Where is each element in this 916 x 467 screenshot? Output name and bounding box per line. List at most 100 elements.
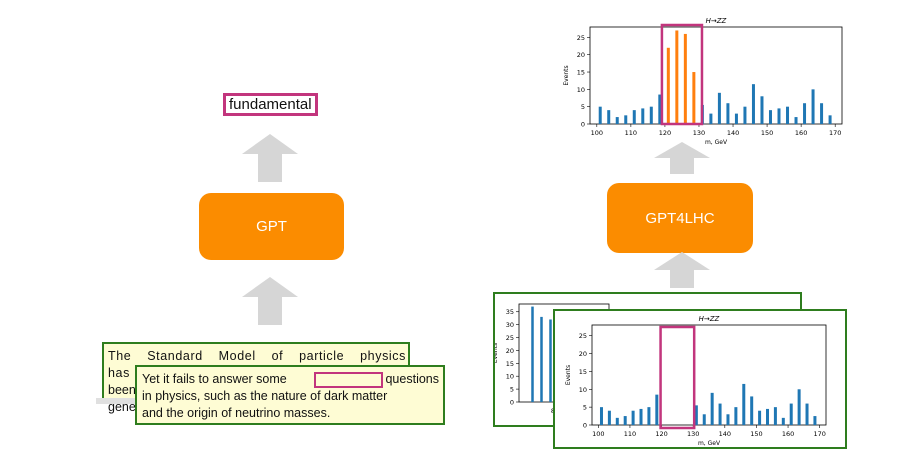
highlight-window — [659, 325, 696, 430]
histogram-bar — [797, 389, 801, 425]
masked-word-box — [314, 372, 383, 388]
histogram-bar — [666, 47, 670, 124]
histogram-bar — [820, 103, 824, 124]
histogram-bar — [655, 394, 659, 425]
histogram-bar — [649, 106, 653, 124]
histogram-bar — [743, 106, 747, 124]
histogram-bar — [766, 408, 769, 425]
output-word-box: fundamental — [223, 93, 318, 116]
histogram-bar — [758, 410, 762, 425]
histogram-bar — [607, 110, 611, 124]
up-arrow-icon — [654, 142, 710, 174]
x-tick-label: 130 — [687, 430, 699, 438]
y-tick-label: 20 — [577, 51, 585, 59]
text-card-front: Yet it fails to answer some questions in… — [135, 365, 445, 425]
histogram-bar — [639, 408, 643, 425]
y-tick-label: 5 — [510, 386, 514, 394]
histogram-bar — [710, 392, 714, 425]
histogram-bar — [828, 115, 832, 124]
histogram-bar — [811, 89, 815, 124]
histogram-bar — [813, 416, 817, 425]
card-front-line-1: Yet it fails to answer some — [142, 372, 287, 386]
y-tick-label: 25 — [579, 332, 587, 340]
x-tick-label: 110 — [625, 129, 637, 137]
y-tick-label: 0 — [583, 422, 587, 430]
gpt4lhc-model-box: GPT4LHC — [607, 183, 753, 253]
y-tick-label: 10 — [579, 386, 587, 394]
card-back-line: The Standard Model of particle physics h… — [108, 348, 406, 382]
plot-frame — [591, 324, 827, 426]
histogram-bar — [632, 110, 636, 124]
histogram-bar — [692, 72, 696, 124]
histogram-bar — [540, 316, 543, 402]
card-back-line-2: been — [108, 383, 136, 397]
histogram-bar — [675, 30, 679, 124]
x-tick-label: 150 — [761, 129, 773, 137]
y-tick-label: 20 — [579, 350, 587, 358]
x-tick-label: 160 — [782, 430, 794, 438]
histogram-bar — [726, 414, 730, 425]
histogram-bar — [641, 108, 645, 124]
histogram-bar — [709, 113, 713, 124]
histogram-bar — [768, 110, 772, 124]
histogram-bar — [805, 403, 809, 425]
histogram-bar — [549, 319, 552, 402]
y-tick-label: 20 — [506, 347, 514, 355]
histogram-bar — [607, 410, 611, 425]
histogram-bar — [789, 403, 793, 425]
card-back-line-1: The Standard Model of particle physics h… — [108, 349, 406, 380]
histogram-bar — [773, 407, 777, 425]
x-tick-label: 110 — [624, 430, 636, 438]
histogram-bar — [786, 106, 790, 124]
histogram-bar — [750, 396, 754, 425]
y-axis-label: Events — [495, 343, 499, 363]
x-tick-label: 120 — [655, 430, 667, 438]
x-tick-label: 140 — [727, 129, 739, 137]
card-front-line-2: in physics, such as the nature of dark m… — [142, 389, 388, 403]
histogram-bar — [726, 103, 730, 124]
histogram-bar — [742, 383, 746, 425]
histogram-bar — [598, 106, 602, 124]
histogram-bar — [803, 103, 807, 124]
y-tick-label: 25 — [506, 334, 514, 342]
chart-title: H→ZZ — [699, 315, 720, 323]
card-shadow — [96, 398, 136, 404]
card-front-line-1-row: Yet it fails to answer some questions — [142, 371, 439, 388]
histogram-bar — [658, 94, 662, 124]
y-tick-label: 10 — [577, 86, 585, 94]
histogram-bar — [694, 405, 698, 425]
histogram-bar — [751, 84, 755, 124]
histogram-bar — [794, 117, 798, 124]
x-tick-label: 160 — [795, 129, 807, 137]
y-tick-label: 0 — [581, 121, 585, 129]
gpt-model-label: GPT — [256, 218, 287, 235]
output-word: fundamental — [229, 96, 312, 113]
card-front-line-3: and the origin of neutrino masses. — [142, 406, 331, 420]
histogram-bar — [702, 414, 706, 425]
card-front-line-1b: questions — [385, 372, 439, 386]
x-tick-label: 170 — [829, 129, 841, 137]
x-tick-label: 100 — [591, 129, 603, 137]
histogram-bar — [734, 113, 738, 124]
y-tick-label: 10 — [506, 373, 514, 381]
y-tick-label: 25 — [577, 34, 585, 42]
x-tick-label: 140 — [719, 430, 731, 438]
y-tick-label: 5 — [581, 103, 585, 111]
x-tick-label: 130 — [693, 129, 705, 137]
plot-frame — [589, 26, 843, 125]
y-tick-label: 0 — [510, 399, 514, 407]
histogram-bar — [631, 410, 635, 425]
y-tick-label: 15 — [579, 368, 587, 376]
gpt-model-box: GPT — [199, 193, 344, 260]
up-arrow-icon — [654, 252, 710, 288]
histogram-bar — [647, 407, 651, 425]
histogram-bar — [734, 407, 738, 425]
histogram-bar — [599, 407, 603, 425]
histogram-bar — [781, 417, 785, 425]
histogram-bar — [615, 117, 619, 124]
x-tick-label: 150 — [750, 430, 762, 438]
up-arrow-icon — [242, 277, 298, 325]
